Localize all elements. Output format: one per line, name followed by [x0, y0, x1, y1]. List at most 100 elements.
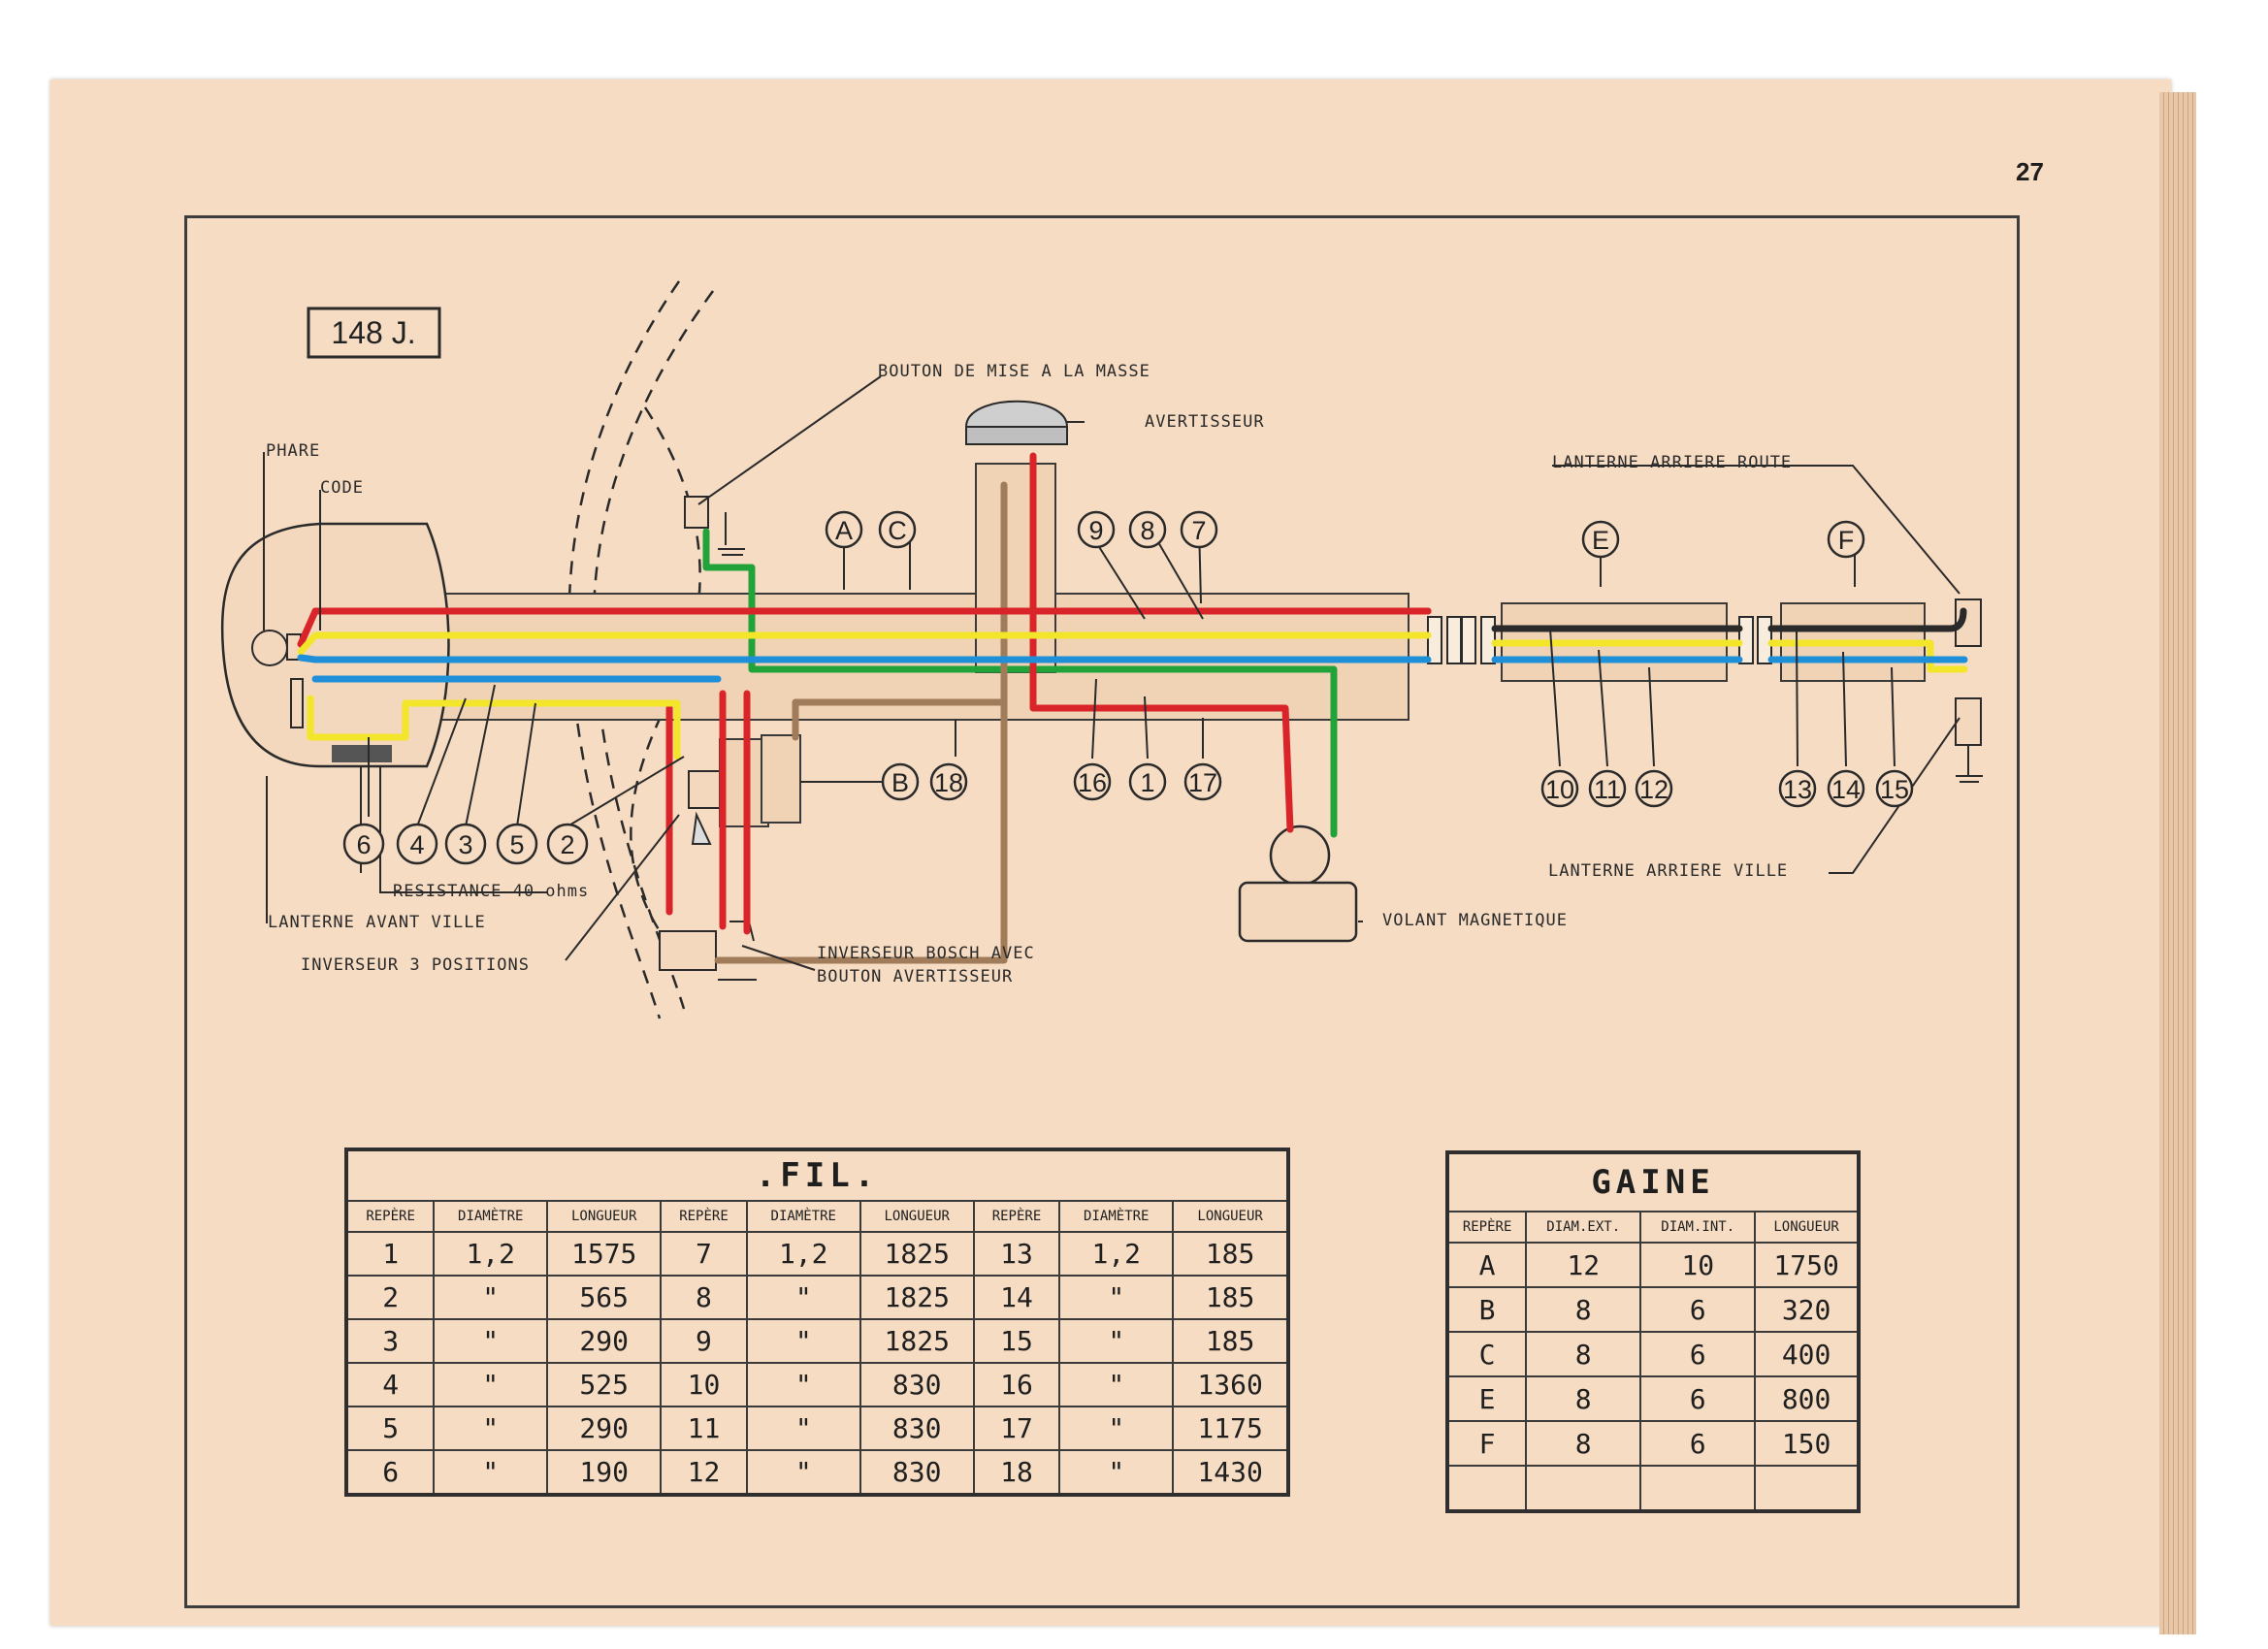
table-cell: ": [745, 1362, 861, 1407]
table-cell: 185: [1172, 1318, 1289, 1364]
callout-4: 4: [409, 830, 424, 859]
table-cell: 17: [972, 1406, 1061, 1451]
table-cell: 10: [660, 1362, 748, 1407]
table-cell: 150: [1754, 1420, 1860, 1467]
wires: [297, 452, 1968, 964]
resistance-element: [332, 745, 392, 762]
magneto-plug: [1269, 824, 1331, 887]
table-cell: 1575: [546, 1231, 663, 1277]
table-cell: 14: [972, 1275, 1061, 1320]
table-cell: 1,2: [433, 1231, 549, 1277]
label-avertisseur: AVERTISSEUR: [1145, 412, 1265, 432]
table-cell: ": [433, 1362, 549, 1407]
diagram-frame: [184, 215, 2020, 1608]
callout-16: 16: [1078, 768, 1107, 797]
callout-1: 1: [1140, 768, 1154, 797]
table-cell: 12: [660, 1449, 748, 1496]
page-number: 27: [2016, 157, 2044, 186]
callout-6: 6: [356, 830, 371, 859]
gaine-header: REPÈRE: [1445, 1211, 1528, 1244]
table-cell: 8: [1525, 1331, 1642, 1377]
fil-header: REPÈRE: [972, 1200, 1061, 1233]
figure-ref: 148 J.: [331, 315, 415, 350]
table-cell: 7: [660, 1231, 748, 1277]
callout-15: 15: [1880, 775, 1909, 804]
figure-ref-box: [307, 307, 441, 359]
table-cell: 565: [546, 1275, 663, 1320]
page-edges: [2159, 92, 2196, 1634]
table-cell: ": [745, 1406, 861, 1451]
gaine-title: GAINE: [1446, 1151, 1860, 1212]
table-cell: 1825: [859, 1275, 975, 1320]
table-cell: 12: [1525, 1242, 1642, 1288]
table-row: 5"290 11"830 17"1175: [344, 1406, 1289, 1451]
table-cell: [1639, 1465, 1757, 1512]
table-cell: 1175: [1172, 1406, 1289, 1451]
sleeve-b: [761, 734, 801, 824]
fil-header: REPÈRE: [344, 1200, 436, 1233]
table-cell: ": [433, 1275, 549, 1320]
table-cell: 1750: [1754, 1242, 1860, 1288]
table-row: 4"525 10"830 16"1360: [344, 1362, 1289, 1407]
table-cell: 185: [1172, 1275, 1289, 1320]
callout-3: 3: [458, 830, 472, 859]
table-cell: 4: [344, 1362, 436, 1407]
table-cell: 11: [660, 1406, 748, 1451]
table-cell: 1825: [859, 1318, 975, 1364]
callout-10: 10: [1545, 775, 1574, 804]
table-cell: 3: [344, 1318, 436, 1364]
headlamp: [220, 522, 450, 768]
table-cell: 290: [546, 1406, 663, 1451]
table-cell: ": [745, 1318, 861, 1364]
table-row: 6"190 12"830 18"1430: [344, 1449, 1289, 1496]
table-cell: 8: [1525, 1420, 1642, 1467]
label-lanterne-avant-ville: LANTERNE AVANT VILLE: [268, 913, 486, 932]
callout-5: 5: [509, 830, 524, 859]
gaine-header: DIAM.EXT.: [1525, 1211, 1642, 1244]
table-cell: 8: [1525, 1286, 1642, 1333]
table-cell: 1,2: [1058, 1231, 1175, 1277]
wire-green: [702, 528, 1338, 838]
table-cell: A: [1445, 1242, 1528, 1288]
wire-blue: [297, 654, 1968, 683]
table-cell: [1445, 1465, 1528, 1512]
gaine-table: GAINE REPÈRE DIAM.EXT. DIAM.INT. LONGUEU…: [1445, 1150, 1861, 1513]
table-cell: 1: [344, 1231, 436, 1277]
table-cell: 1,2: [745, 1231, 861, 1277]
horn-sleeve: [975, 463, 1056, 673]
callout-14: 14: [1831, 775, 1861, 804]
fil-header: LONGUEUR: [546, 1200, 663, 1233]
label-resistance: RESISTANCE 40 ohms: [393, 882, 589, 901]
magneto: [1238, 881, 1358, 943]
label-inverseur-bosch-1: INVERSEUR BOSCH AVEC: [817, 944, 1035, 963]
label-lanterne-arriere-ville: LANTERNE ARRIERE VILLE: [1548, 861, 1788, 881]
table-cell: 18: [972, 1449, 1061, 1496]
table-cell: 6: [1639, 1375, 1757, 1422]
table-cell: ": [433, 1449, 549, 1496]
table-cell: C: [1445, 1331, 1528, 1377]
table-cell: 290: [546, 1318, 663, 1364]
table-cell: ": [1058, 1318, 1175, 1364]
table-cell: 6: [1639, 1286, 1757, 1333]
callout-11: 11: [1594, 775, 1621, 804]
fil-header: LONGUEUR: [859, 1200, 975, 1233]
table-cell: 10: [1639, 1242, 1757, 1288]
ground-switch: [684, 496, 709, 529]
table-cell: E: [1445, 1375, 1528, 1422]
table-row: 2"565 8"1825 14"185: [344, 1275, 1289, 1320]
fil-header: DIAMÈTRE: [745, 1200, 861, 1233]
callout-e: E: [1592, 526, 1609, 555]
table-cell: 6: [344, 1449, 436, 1496]
table-cell: 1430: [1172, 1449, 1289, 1496]
callout-7: 7: [1191, 516, 1206, 545]
table-cell: 830: [859, 1406, 975, 1451]
table-cell: 13: [972, 1231, 1061, 1277]
table-cell: 830: [859, 1449, 975, 1496]
table-cell: 2: [344, 1275, 436, 1320]
table-cell: ": [1058, 1275, 1175, 1320]
